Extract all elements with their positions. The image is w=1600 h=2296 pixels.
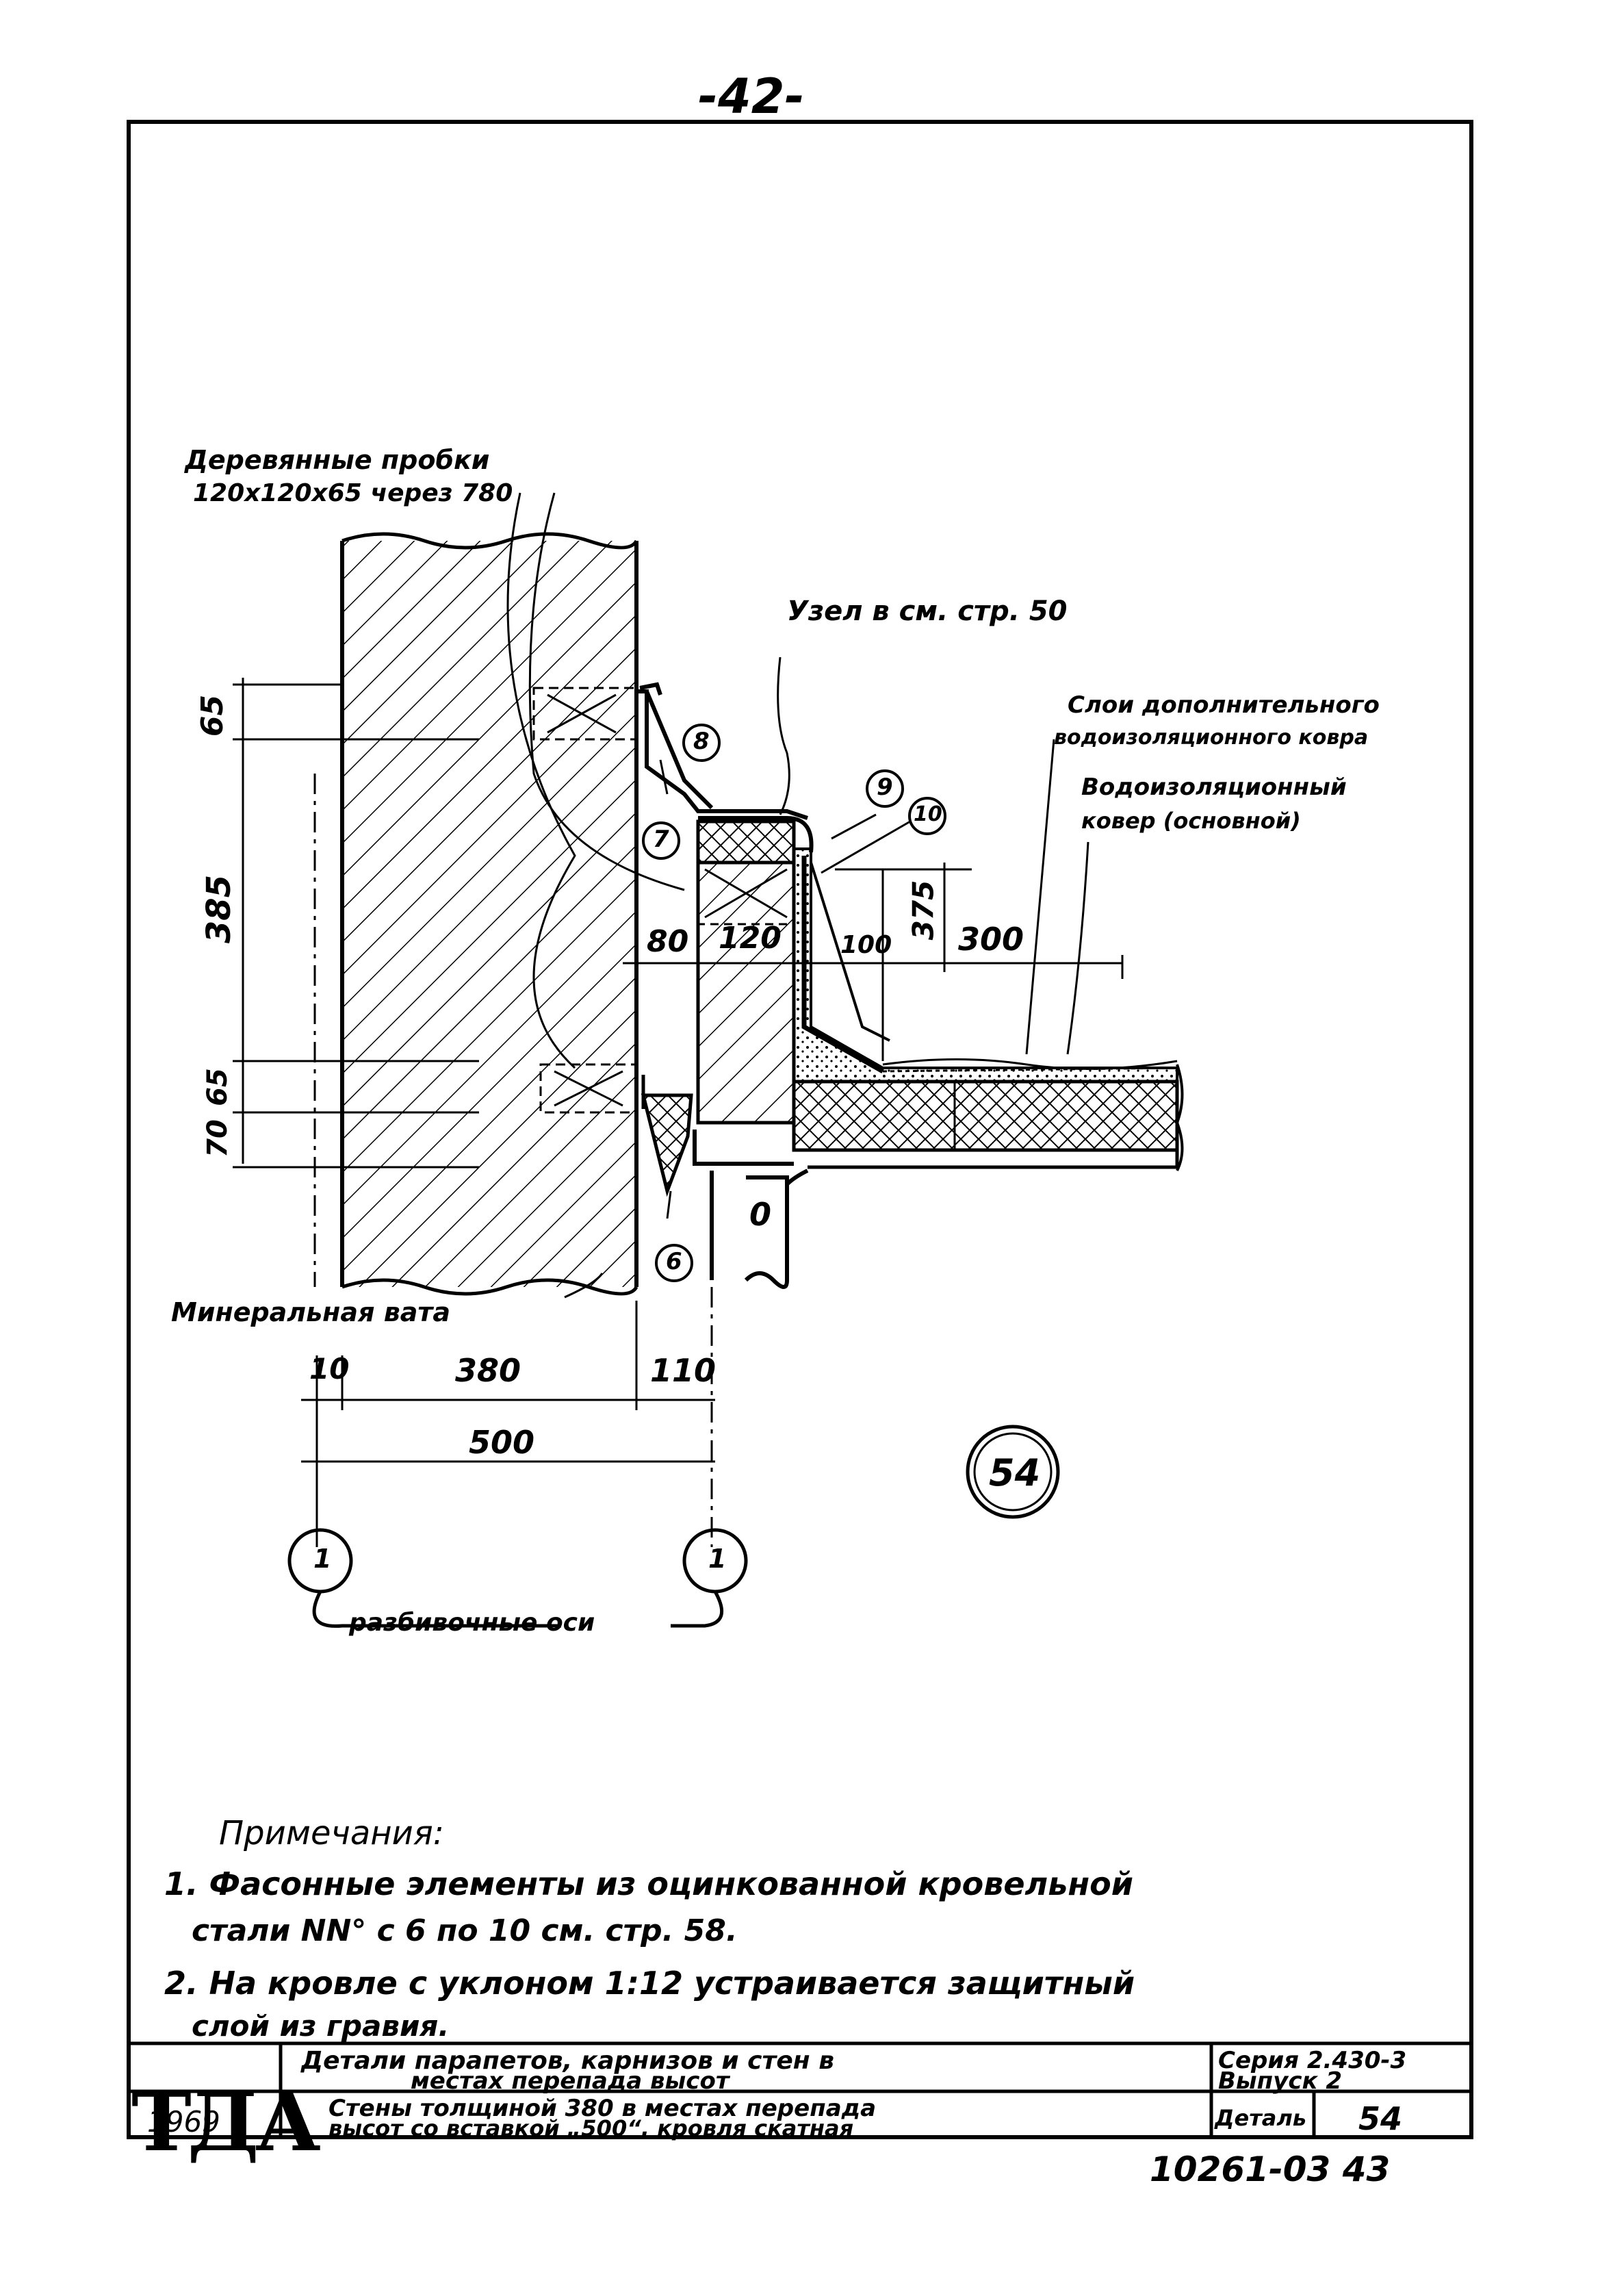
lower-beam: 0 (693, 1130, 809, 1289)
label-axes: разбивочные оси (349, 1609, 595, 1637)
roof-slab (792, 847, 1184, 1171)
dim-100: 100 (840, 931, 892, 959)
leader-lines (564, 656, 1089, 1299)
dim-375: 375 (906, 880, 940, 941)
detail-label: Деталь (1215, 2105, 1307, 2131)
dim-10: 10 (309, 1352, 350, 1386)
label-node-ref: Узел в см. стр. 50 (787, 596, 1068, 627)
axis-mark-right: 1 (708, 1544, 727, 1574)
axis-mark-left: 1 (313, 1544, 332, 1574)
dim-70: 70 (201, 1119, 233, 1158)
dim-385: 385 (200, 874, 239, 944)
detail-value: 54 (1358, 2100, 1403, 2137)
note-1-line-1: 1. Фасонные элементы из оцинкованной кро… (164, 1865, 1133, 1902)
series: Серия 2.430-3 (1218, 2047, 1407, 2074)
dim-300: 300 (958, 921, 1024, 958)
svg-text:0: 0 (749, 1196, 771, 1233)
label-main-layer: Водоизоляционный (1081, 774, 1347, 801)
brick-wall (340, 532, 638, 1296)
note-1-line-2: стали NN° с 6 по 10 см. стр. 58. (192, 1913, 738, 1948)
note-2-line-1: 2. На кровле с уклоном 1:12 устраивается… (164, 1965, 1135, 2002)
dim-65-top: 65 (195, 694, 231, 737)
callout-9: 9 (877, 774, 893, 801)
label-extra-layer-2: водоизоляционного ковра (1054, 726, 1369, 750)
notes-title: Примечания: (219, 1814, 444, 1852)
note-2-line-2: слой из гравия. (192, 2009, 450, 2043)
dim-110: 110 (650, 1352, 717, 1389)
dim-500: 500 (469, 1424, 535, 1461)
dim-120: 120 (719, 921, 782, 956)
dim-65-bottom: 65 (201, 1068, 233, 1106)
title-2-line-1: Стены толщиной 380 в местах перепада (328, 2095, 877, 2122)
callout-6: 6 (666, 1248, 682, 1275)
label-main-layer-2: ковер (основной) (1081, 808, 1301, 834)
drawing-frame (127, 120, 1473, 2139)
horizontal-dimensions (301, 863, 1124, 1547)
issue: Выпуск 2 (1218, 2067, 1343, 2095)
callout-7: 7 (653, 826, 669, 853)
label-wooden-plugs: Деревянные пробки (185, 445, 490, 475)
insert-block (696, 819, 796, 1125)
title-2-line-2: высот со вставкой „500“, кровля скатная (328, 2115, 854, 2141)
title-1-line-1: Детали парапетов, карнизов и стен в (301, 2047, 834, 2075)
steel-flashing (636, 682, 814, 853)
wooden-plugs (506, 492, 685, 1114)
axis-markers (287, 1425, 1060, 1628)
vertical-dimensions (233, 678, 479, 1287)
mineral-wool (641, 1075, 693, 1197)
page-number: -42- (698, 68, 805, 125)
label-mineral-wool: Минеральная вата (171, 1297, 451, 1327)
detail-number: 54 (989, 1451, 1041, 1494)
company-logo: ТДА (131, 2074, 321, 2169)
label-extra-layer: Слои дополнительного (1068, 691, 1380, 719)
callout-8: 8 (693, 728, 710, 755)
document-code: 10261-03 43 (1150, 2150, 1391, 2189)
year: 1969 (147, 2105, 220, 2139)
title-1-line-2: местах перепада высот (411, 2067, 730, 2095)
title-block-lines (127, 2041, 1473, 2139)
callout-10: 10 (914, 802, 942, 826)
label-wooden-plugs-size: 120х120х65 через 780 (193, 479, 513, 507)
dim-380: 380 (455, 1352, 521, 1389)
callout-circles (642, 724, 946, 1282)
dim-80: 80 (647, 924, 689, 959)
